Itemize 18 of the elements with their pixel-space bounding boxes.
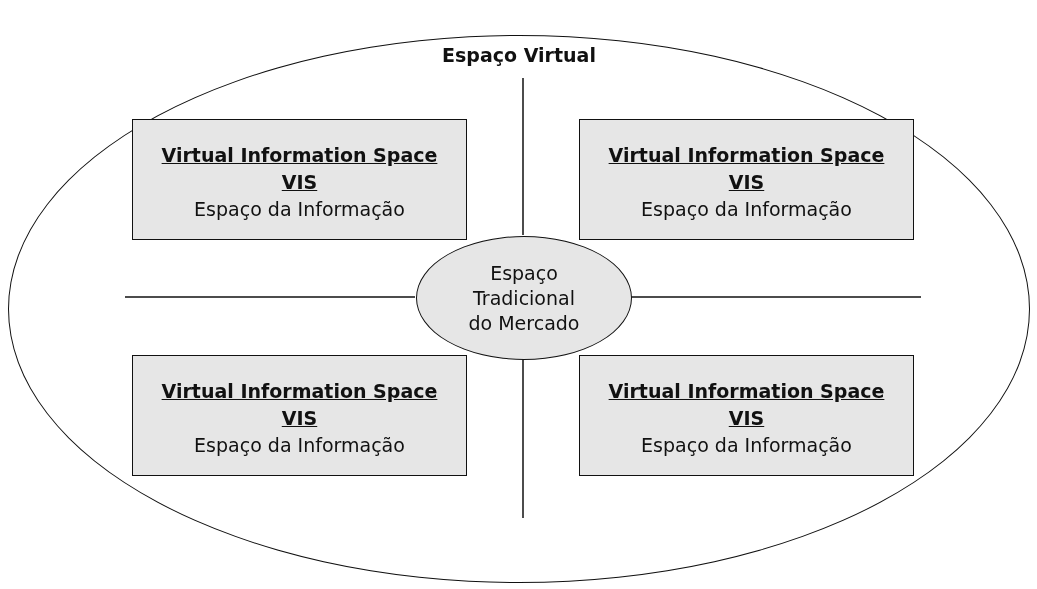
box-heading: Virtual Information Space VIS <box>607 379 886 431</box>
space-title: Espaço Virtual <box>441 44 597 66</box>
box-heading: Virtual Information Space VIS <box>160 379 439 431</box>
info-box <box>579 119 914 240</box>
divider-line <box>522 77 524 236</box>
info-box <box>132 119 467 240</box>
center-label: Espaço Tradicional do Mercado <box>467 260 581 336</box>
info-box <box>132 355 467 476</box>
box-text: Espaço da Informação <box>641 197 852 222</box>
box-text: Espaço da Informação <box>194 197 405 222</box>
box-heading: Virtual Information Space VIS <box>160 143 439 195</box>
divider-line <box>522 358 524 519</box>
divider-line <box>630 296 922 298</box>
box-text: Espaço da Informação <box>641 433 852 458</box>
box-heading: Virtual Information Space VIS <box>607 143 886 195</box>
box-text: Espaço da Informação <box>194 433 405 458</box>
info-box <box>579 355 914 476</box>
divider-line <box>124 296 416 298</box>
